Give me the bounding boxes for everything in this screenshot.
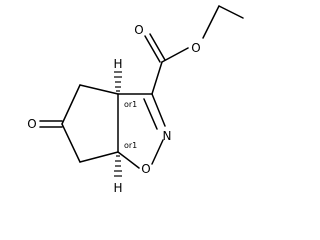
ring-nitrogen-label: N xyxy=(163,129,172,143)
molecule-structure-diagram: O O N O O H H or1 or1 xyxy=(27,5,244,195)
c5-c6-bond xyxy=(61,123,81,163)
n-o-bond xyxy=(151,139,164,165)
hashed-bond-bottom xyxy=(114,155,122,177)
ester-single-oxygen-label: O xyxy=(191,41,200,55)
c4-c5-bond xyxy=(61,84,81,125)
c6-c6a-bond xyxy=(79,151,119,163)
ester-double-oxygen-label: O xyxy=(134,23,143,37)
stereo-descriptor-bottom: or1 xyxy=(124,141,137,150)
c3a-c4-bond xyxy=(79,84,119,95)
ring-oxygen-label: O xyxy=(141,162,150,176)
stereo-hydrogen-bottom-label: H xyxy=(113,181,122,195)
carbonyl-c-o-double-bond-b xyxy=(149,33,166,61)
carbonyl-c-o-double-bond-a xyxy=(144,35,161,63)
ethyl-ch2-o-bond xyxy=(202,5,220,39)
o-c6a-bond xyxy=(117,151,140,169)
ketone-oxygen-label: O xyxy=(27,117,36,131)
c3-n-double-bond-b xyxy=(143,98,158,130)
stereo-hydrogen-top-label: H xyxy=(113,57,122,71)
c3-n-double-bond-a xyxy=(151,93,166,127)
stereo-descriptor-top: or1 xyxy=(124,100,137,109)
hashed-bond-top xyxy=(114,71,122,92)
ester-o-carbonyl-bond xyxy=(161,47,189,63)
ethyl-ch3-bond xyxy=(218,5,244,19)
carbonyl-c-to-c3-bond xyxy=(151,61,163,95)
